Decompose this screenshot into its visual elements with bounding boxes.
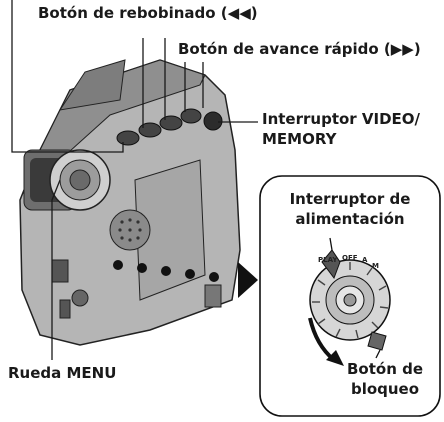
lock-button-label-2: bloqueo — [350, 380, 420, 398]
dial-mark-off: OFF — [342, 254, 358, 262]
power-switch-label-1: Interruptor de — [289, 190, 411, 208]
body-dial — [49, 149, 111, 211]
lock-button-label-1: Botón de — [346, 360, 424, 378]
dial-mark-auto: A — [362, 256, 368, 264]
video-memory-label-1: Interruptor VIDEO/ — [262, 110, 421, 128]
magnified-dial — [308, 237, 391, 366]
camcorder-body — [19, 59, 241, 346]
leader-lines — [11, 0, 258, 360]
menu-wheel-label: Rueda MENU — [8, 364, 117, 382]
dial-mark-manual: M — [372, 262, 379, 270]
fastforward-button-label: Botón de avance rápido (▶▶) — [178, 40, 421, 58]
rewind-button-label: Botón de rebobinado (◀◀) — [38, 4, 258, 22]
power-switch-label-2: alimentación — [295, 210, 405, 228]
callout-dots — [113, 260, 258, 298]
dial-marks: PLAY OFF A M — [318, 254, 379, 270]
video-memory-label-2: MEMORY — [262, 130, 337, 148]
dial-mark-play: PLAY — [318, 256, 338, 264]
